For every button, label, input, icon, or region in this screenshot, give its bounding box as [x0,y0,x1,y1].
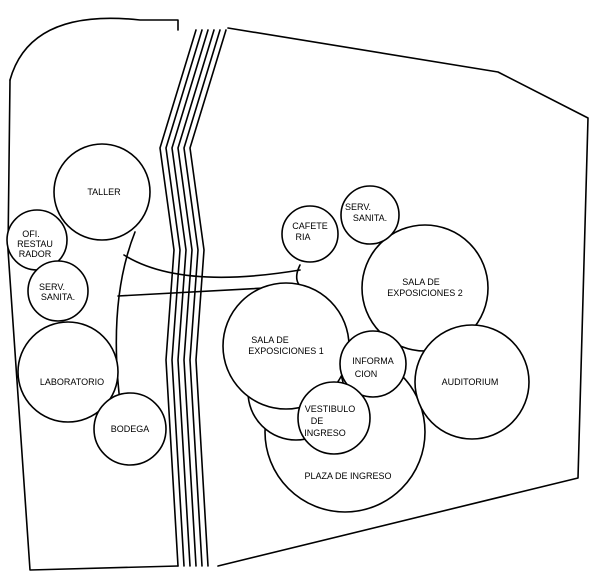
river-band [159,29,227,567]
bodega-label: BODEGA [111,424,150,434]
ofi-restaurador-label-2: RESTAU [17,239,53,249]
auditorium-label: AUDITORIUM [442,377,499,387]
cafeteria-label-1: CAFETE [292,221,328,231]
vestibulo-ingreso-label-2: DE [311,416,324,426]
sala-exposiciones-2-label-2: EXPOSICIONES 2 [387,288,463,298]
room-cafeteria: CAFETE RIA [281,205,339,263]
room-bodega: BODEGA [93,392,167,466]
ofi-restaurador-label-3: RADOR [19,249,52,259]
room-vestibulo-ingreso: VESTIBULO DE INGRESO [297,381,371,455]
site-boundary [7,17,589,571]
room-serv-sanita-left: SERV. SANITA. [27,260,89,322]
serv-sanita-right-label-2: SANITA. [353,213,387,223]
room-laboratorio: LABORATORIO [17,321,119,423]
cafeteria-label-2: RIA [295,232,310,242]
serv-sanita-left-label-1: SERV. [39,282,65,292]
serv-sanita-right-label-1: SERV. [345,202,371,212]
informacion-label-1: INFORMA [352,356,394,366]
serv-sanita-left-label-2: SANITA. [41,292,75,302]
room-taller: TALLER [53,143,151,241]
informacion-label-2: CION [355,369,378,379]
room-informacion: INFORMA CION [339,330,407,398]
room-ofi-restaurador: OFI. RESTAU RADOR [6,209,68,271]
sala-exposiciones-1-label-2: EXPOSICIONES 1 [248,346,324,356]
plaza-ingreso-label: PLAZA DE INGRESO [304,471,391,481]
room-auditorium: AUDITORIUM [414,324,530,440]
vestibulo-ingreso-label-1: VESTIBULO [305,404,356,414]
taller-label: TALLER [87,187,121,197]
vestibulo-ingreso-label-3: INGRESO [304,428,346,438]
sala-exposiciones-1-label-1: SALA DE [251,335,289,345]
ofi-restaurador-label-1: OFI. [22,229,40,239]
laboratorio-label: LABORATORIO [40,377,104,387]
room-serv-sanita-right: SERV. SANITA. [340,185,400,245]
sala-exposiciones-2-label-1: SALA DE [402,277,440,287]
